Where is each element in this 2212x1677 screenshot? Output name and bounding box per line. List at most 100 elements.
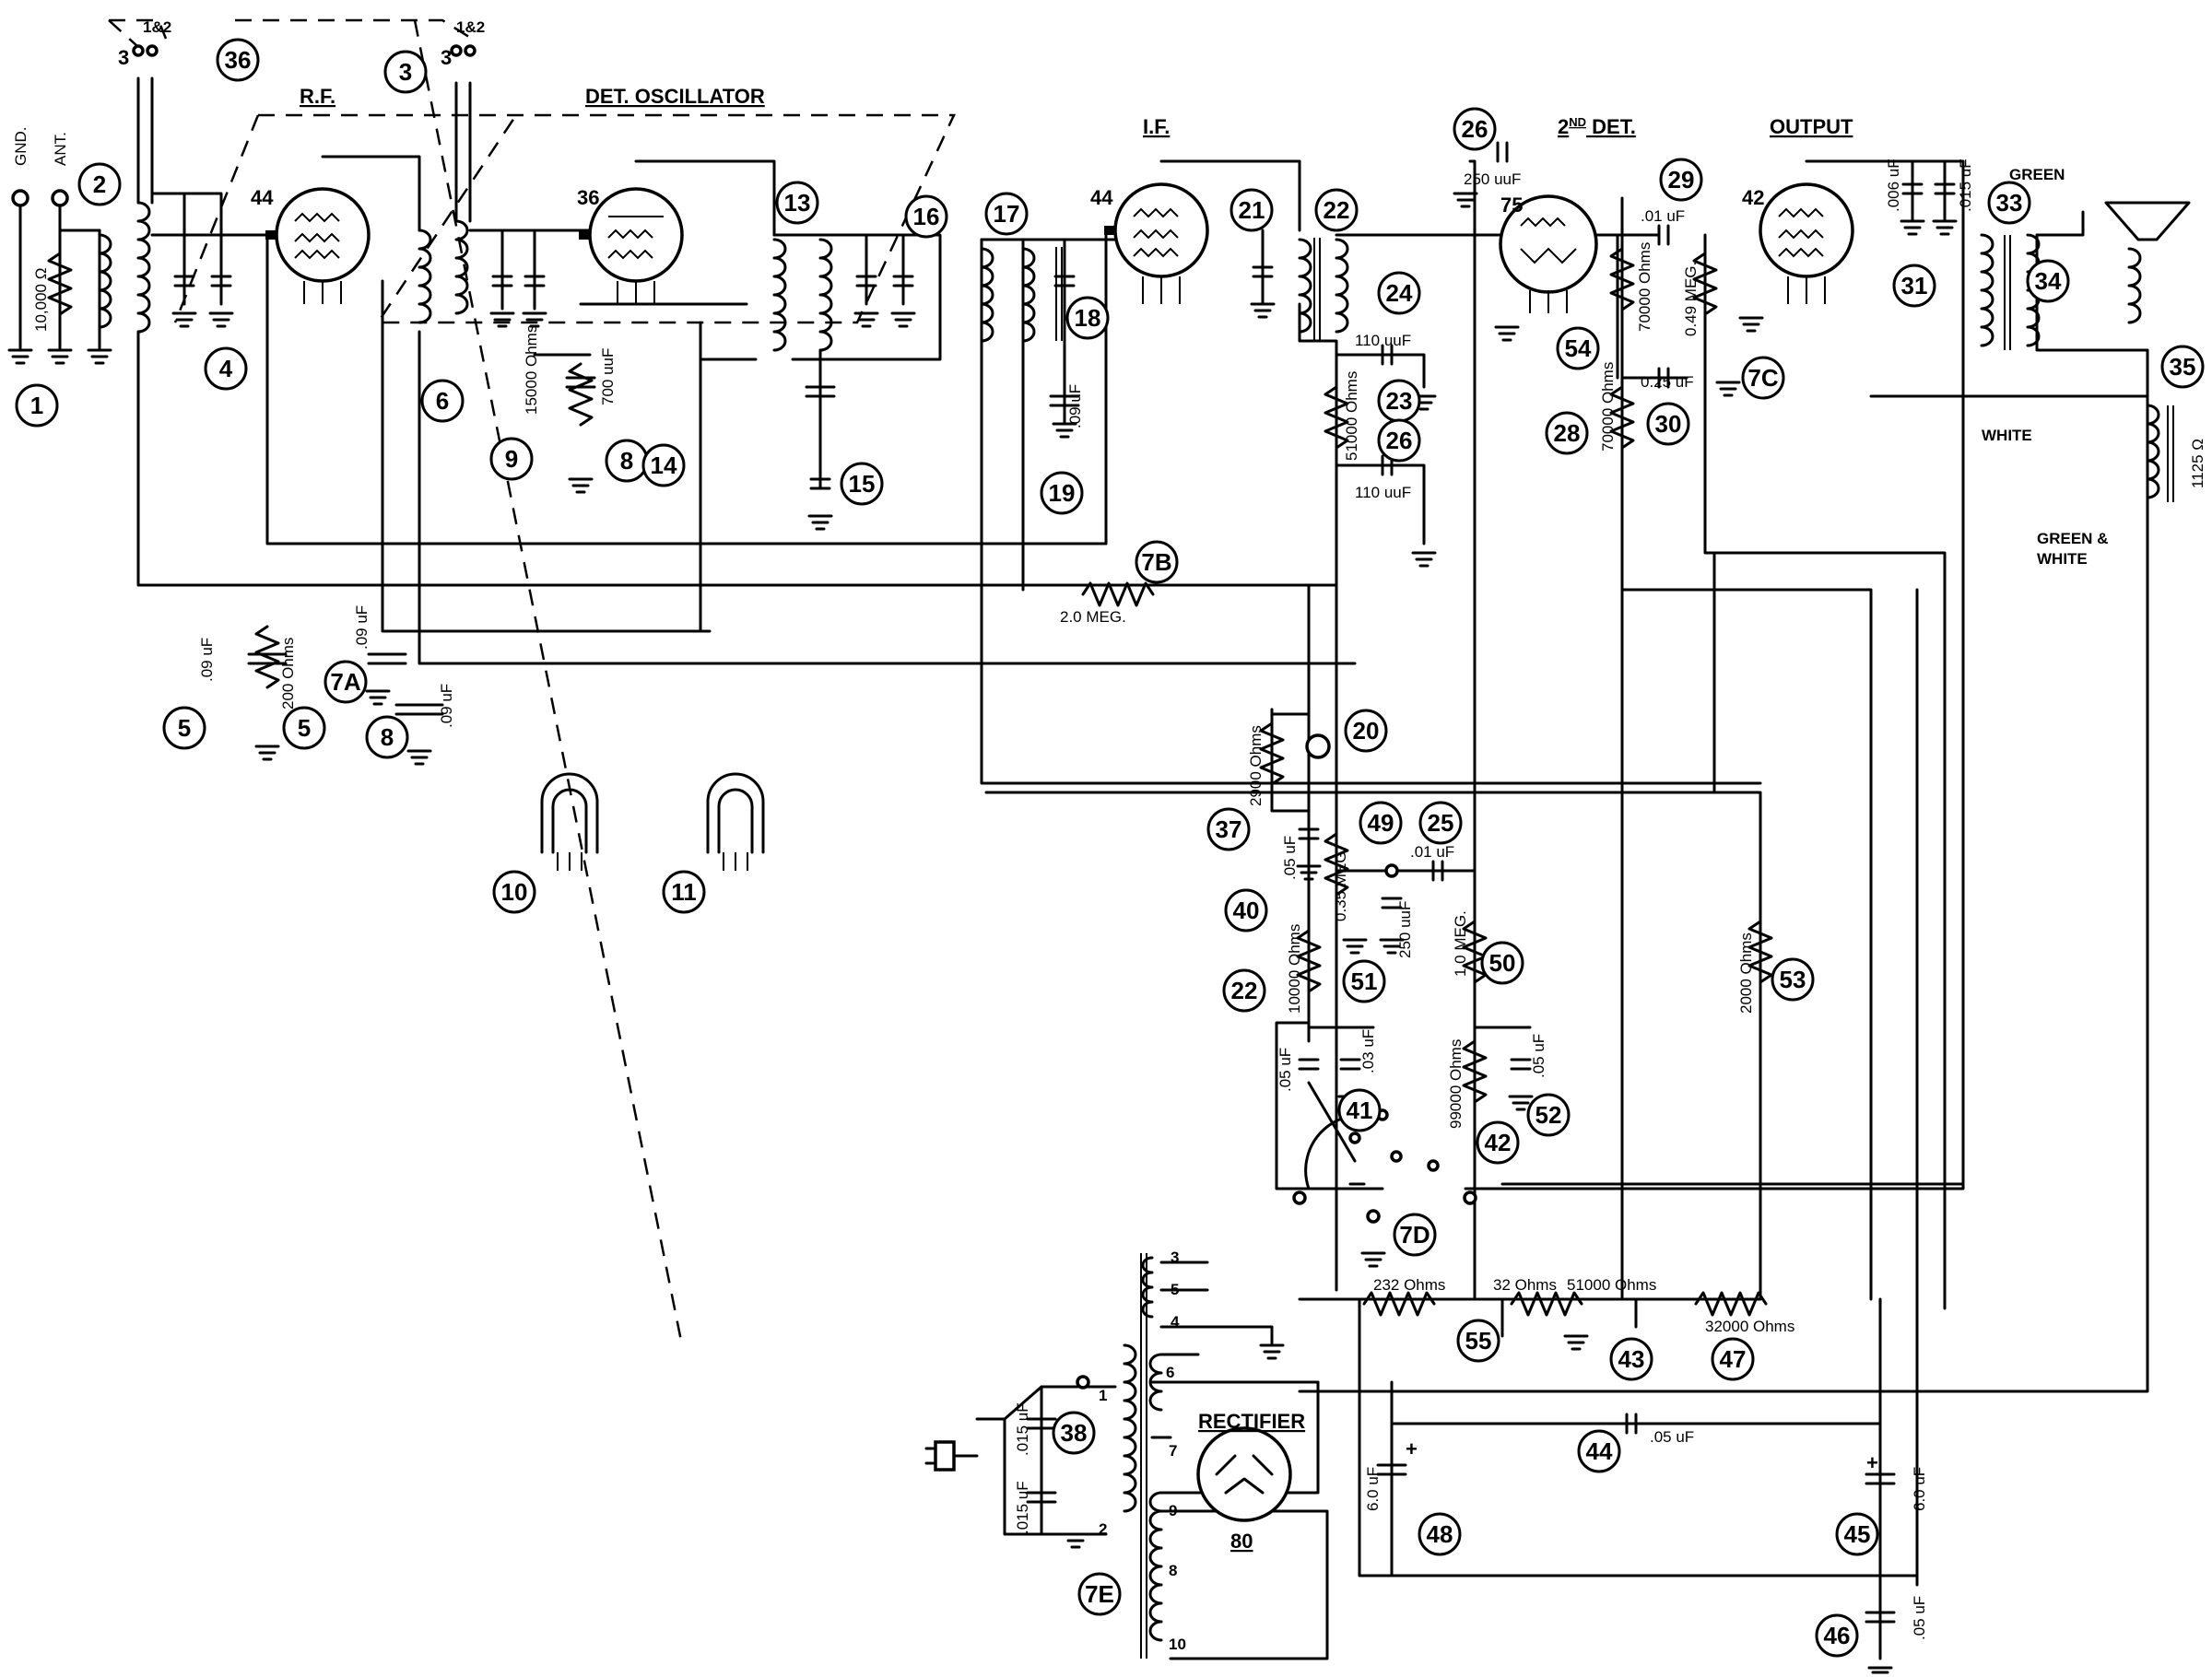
output-tube — [1759, 182, 1854, 304]
c46-value: 6.0 uF — [1911, 1467, 1928, 1511]
svg-text:9: 9 — [1169, 1502, 1177, 1519]
speaker — [1305, 201, 2191, 759]
callout-10: 10 — [492, 870, 536, 914]
svg-text:7C: 7C — [1747, 364, 1778, 392]
green-white-label-1: GREEN & — [2037, 530, 2108, 547]
callout-3: 3 — [383, 50, 428, 94]
callout-52: 52 — [1526, 1093, 1571, 1137]
callout-43: 43 — [1609, 1337, 1653, 1381]
callout-20: 20 — [1344, 709, 1388, 753]
ant-terminal[interactable] — [51, 189, 69, 207]
callout-7C: 7C — [1741, 356, 1785, 400]
svg-text:22: 22 — [1231, 977, 1258, 1004]
callout-33: 33 — [1987, 181, 2031, 225]
callout-41: 41 — [1337, 1088, 1382, 1132]
callout-7E: 7E — [1077, 1572, 1122, 1616]
transformer-pins: 3 5 4 6 1 7 2 9 8 10 — [1099, 1249, 1186, 1653]
callout-25: 25 — [1418, 801, 1463, 845]
callout-36: 36 — [216, 38, 260, 82]
svg-text:42: 42 — [1485, 1129, 1512, 1156]
callout-22: 22 — [1314, 188, 1359, 232]
svg-text:34: 34 — [2035, 267, 2062, 295]
callout-31: 31 — [1892, 264, 1936, 308]
svg-text:7A: 7A — [330, 668, 360, 696]
svg-text:30: 30 — [1655, 410, 1682, 438]
c7c-value: 0.25 uF — [1641, 373, 1694, 391]
ant-label: ANT. — [52, 132, 69, 166]
svg-text:37: 37 — [1216, 815, 1242, 843]
callout-1: 1 — [15, 383, 59, 428]
callout-40: 40 — [1224, 888, 1268, 932]
svg-text:21: 21 — [1239, 196, 1265, 224]
svg-text:7D: 7D — [1399, 1221, 1430, 1249]
switch-3a: 3 — [118, 46, 129, 69]
svg-text:29: 29 — [1668, 166, 1695, 194]
callout-35: 35 — [2160, 345, 2205, 389]
rf-tube — [265, 187, 371, 304]
callout-44: 44 — [1577, 1429, 1621, 1473]
svg-text:36: 36 — [225, 46, 252, 74]
r10-value: 15000 Ohms — [523, 325, 540, 415]
rect-tube-type: 80 — [1230, 1530, 1253, 1553]
callout-5: 5 — [162, 706, 206, 750]
svg-text:18: 18 — [1075, 304, 1101, 332]
gnd-terminal[interactable] — [11, 189, 29, 207]
callout-48: 48 — [1418, 1512, 1462, 1556]
callout-7B: 7B — [1135, 540, 1179, 584]
det-tube-type: 75 — [1500, 194, 1523, 217]
oscillator-tube — [579, 187, 684, 304]
svg-text:55: 55 — [1465, 1327, 1492, 1354]
svg-text:44: 44 — [1586, 1437, 1613, 1465]
callout-19: 19 — [1040, 471, 1084, 515]
callout-46: 46 — [1815, 1613, 1859, 1658]
svg-text:10: 10 — [1169, 1636, 1186, 1653]
gnd-label: GND. — [12, 127, 29, 167]
r24-value: 51000 Ohms — [1343, 371, 1360, 461]
terminals — [11, 44, 1399, 1390]
c8b-value: .09 uF — [438, 684, 455, 728]
svg-text:6: 6 — [1166, 1364, 1174, 1381]
svg-text:45: 45 — [1844, 1520, 1871, 1548]
rectifier-label: RECTIFIER — [1198, 1410, 1305, 1433]
svg-text:1: 1 — [30, 392, 43, 419]
callout-38: 38 — [1052, 1411, 1096, 1455]
svg-text:47: 47 — [1720, 1345, 1747, 1373]
c33b-value: .015 uF — [1957, 158, 1974, 212]
pilot-lamps — [540, 772, 765, 871]
svg-text:7B: 7B — [1141, 548, 1171, 576]
r1-value: 10,000 Ω — [32, 268, 50, 332]
r25-value: 0.35 MEG. — [1332, 847, 1349, 921]
callout-14: 14 — [641, 443, 686, 487]
svg-text:46: 46 — [1824, 1622, 1851, 1649]
labels: R.F. DET. OSCILLATOR I.F. 2ND DET. OUTPU… — [12, 18, 2206, 1653]
c51-value: 250 uuF — [1396, 901, 1414, 958]
callout-22: 22 — [1222, 968, 1266, 1013]
r47a-value: 32 Ohms — [1493, 1276, 1557, 1294]
callout-26: 26 — [1377, 418, 1421, 463]
c33a-value: .006 uF — [1885, 158, 1902, 212]
r43-value: 232 Ohms — [1373, 1276, 1445, 1294]
switch-12b: 1&2 — [456, 18, 485, 36]
svg-text:2: 2 — [93, 170, 106, 198]
svg-text:53: 53 — [1780, 966, 1806, 993]
rectifier-tube — [1196, 1426, 1292, 1522]
r31-value: 0.49 MEG. — [1682, 262, 1700, 336]
switch-12a: 1&2 — [143, 18, 171, 36]
r28-value: 70000 Ohms — [1636, 242, 1653, 332]
svg-text:48: 48 — [1427, 1520, 1453, 1548]
r48-value: 32000 Ohms — [1705, 1318, 1794, 1335]
svg-text:54: 54 — [1565, 334, 1592, 362]
callout-13: 13 — [775, 181, 819, 225]
c52a-value: .05 uF — [1277, 1048, 1294, 1092]
svg-text:9: 9 — [505, 445, 518, 473]
svg-text:5: 5 — [178, 714, 191, 742]
l36-value: 1125 Ω — [2189, 439, 2206, 488]
svg-text:50: 50 — [1489, 949, 1516, 977]
callout-34: 34 — [2026, 259, 2070, 303]
svg-text:24: 24 — [1386, 279, 1413, 307]
c30-value: .01 uF — [1641, 207, 1685, 225]
callout-54: 54 — [1556, 326, 1600, 370]
if-tube — [1104, 182, 1209, 304]
c7b-value: .09 uF — [1066, 384, 1084, 428]
svg-text:38: 38 — [1061, 1419, 1088, 1447]
